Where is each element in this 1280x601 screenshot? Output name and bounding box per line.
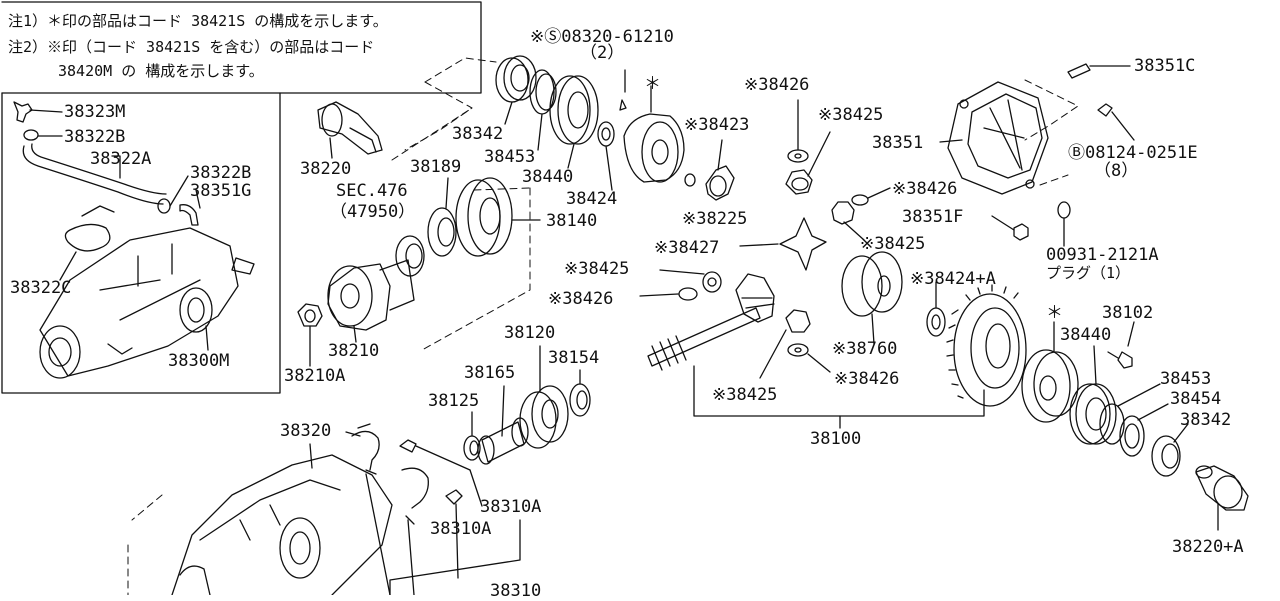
inset-breather-assembly <box>13 101 255 379</box>
label-38426-d: ※38426 <box>834 369 900 389</box>
label-38425-d: ※38425 <box>860 234 926 254</box>
label-38165: 38165 <box>464 363 516 383</box>
label-38424A: ※38424+A <box>910 269 996 289</box>
label-plug-00931: 00931-2121A <box>1046 245 1159 265</box>
label-star-a: ＊ <box>644 74 661 94</box>
label-plug-name: プラグ（1） <box>1046 264 1131 282</box>
drive-flange-group <box>297 177 541 367</box>
label-38342-a: 38342 <box>452 124 504 144</box>
label-38425-b: ※38425 <box>564 259 630 279</box>
label-38125: 38125 <box>428 391 480 411</box>
label-sec-476: SEC.476 <box>336 181 408 201</box>
label-38423: ※38423 <box>684 115 750 135</box>
label-38425-c: ※38425 <box>712 385 778 405</box>
label-38351C: 38351C <box>1134 56 1196 76</box>
label-38300M: 38300M <box>168 351 230 371</box>
label-38210: 38210 <box>328 341 380 361</box>
label-38453-b: 38453 <box>1160 369 1212 389</box>
label-38322C: 38322C <box>10 278 72 298</box>
lower-diff-case <box>1021 321 1249 531</box>
label-38310A-b: 38310A <box>430 519 492 539</box>
note-box-border <box>1 1 482 94</box>
label-38320: 38320 <box>280 421 332 441</box>
label-38440-a: 38440 <box>522 167 574 187</box>
note-2-line-2: 38420M の 構成を示します。 <box>58 62 264 80</box>
note-2-line-1: 注2）※印（コード 38421S を含む）の部品はコード <box>8 38 375 56</box>
label-38322B-a: 38322B <box>64 127 126 147</box>
label-bolt-08320-qty: （2） <box>580 43 625 63</box>
label-bolt-08124-qty: （8） <box>1094 161 1139 181</box>
label-38351G: 38351G <box>190 181 252 201</box>
label-38454: 38454 <box>1170 389 1222 409</box>
label-bolt-08124: Ⓑ08124-0251E <box>1068 143 1198 163</box>
upper-flange-38220 <box>317 101 383 159</box>
label-38140: 38140 <box>546 211 598 231</box>
label-38100: 38100 <box>810 429 862 449</box>
upper-bearings <box>495 55 615 191</box>
label-38323M: 38323M <box>64 102 126 122</box>
label-bolt-08320: ※Ⓢ08320-61210 <box>530 27 674 47</box>
label-38453-a: 38453 <box>484 147 536 167</box>
upper-diff-case <box>619 69 735 201</box>
dashed-guides <box>127 57 1079 595</box>
label-38426-c: ※38426 <box>892 179 958 199</box>
label-38154: 38154 <box>548 348 600 368</box>
label-38310: 38310 <box>490 581 542 601</box>
shims-and-gears-top <box>739 99 946 345</box>
rear-cover-38351 <box>939 63 1135 247</box>
ring-gear <box>946 284 1027 407</box>
label-38189: 38189 <box>410 157 462 177</box>
label-38120: 38120 <box>504 323 556 343</box>
label-38322A: 38322A <box>90 149 152 169</box>
label-38425-a: ※38425 <box>818 105 884 125</box>
inset-box-border <box>1 92 281 394</box>
label-38220A: 38220+A <box>1172 537 1244 557</box>
note-1: 注1）＊印の部品はコード 38421S の構成を示します。 <box>8 12 388 30</box>
label-38440-b: 38440 <box>1060 325 1112 345</box>
label-38225: ※38225 <box>682 209 748 229</box>
label-38102: 38102 <box>1102 303 1154 323</box>
lower-housing <box>171 423 521 595</box>
pinion-bearing-group <box>463 345 591 465</box>
label-sec-47950: （47950） <box>330 202 416 222</box>
label-38424-a: 38424 <box>566 189 618 209</box>
label-star-b: ＊ <box>1046 303 1063 323</box>
label-38220: 38220 <box>300 159 352 179</box>
label-38342-b: 38342 <box>1180 410 1232 430</box>
label-38310A-a: 38310A <box>480 497 542 517</box>
drive-pinion-38100 <box>639 269 985 429</box>
label-38426-b: ※38426 <box>548 289 614 309</box>
label-38427: ※38427 <box>654 238 720 258</box>
label-38351: 38351 <box>872 133 924 153</box>
label-38210A: 38210A <box>284 366 346 386</box>
label-38760: ※38760 <box>832 339 898 359</box>
label-38351F: 38351F <box>902 207 964 227</box>
label-38426-a: ※38426 <box>744 75 810 95</box>
label-38322B-b: 38322B <box>190 163 252 183</box>
